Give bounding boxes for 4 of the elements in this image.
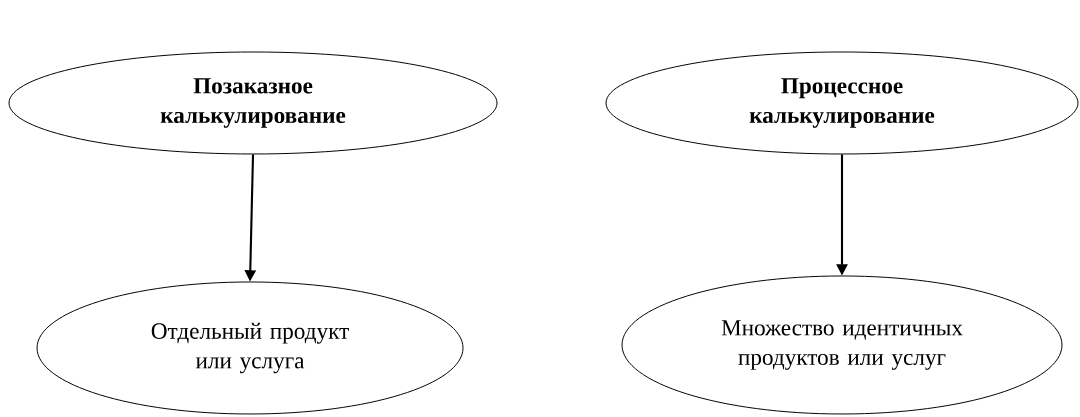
ellipse-node: Позаказное калькулирование bbox=[8, 51, 498, 155]
ellipse-node: Отдельный продукт или услуга bbox=[36, 281, 464, 415]
ellipse-node: Множество идентичных продуктов или услуг bbox=[621, 275, 1063, 415]
ellipse-node: Процессное калькулирование bbox=[605, 51, 1079, 155]
